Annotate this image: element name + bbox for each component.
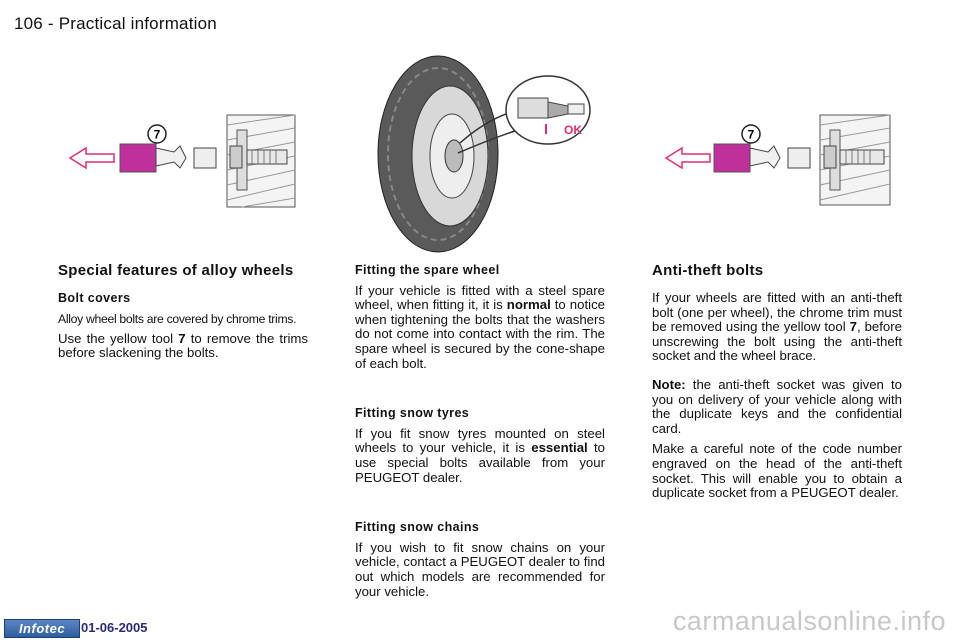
subheading-spare-wheel: Fitting the spare wheel — [355, 263, 500, 277]
paragraph-code-number: Make a careful note of the code number e… — [652, 441, 902, 501]
infotec-logo: Infotec — [4, 619, 80, 638]
spare-wheel-illustration: OK — [377, 55, 591, 253]
ok-label: OK — [564, 123, 582, 137]
chrome-trim — [193, 147, 217, 169]
yellow-tool — [713, 143, 781, 173]
tyre — [377, 55, 499, 253]
tool-ref: 7 — [178, 330, 186, 346]
text-span: , before unscrewing the bolt using the a… — [652, 319, 902, 364]
paragraph-bolt-covers: Alloy wheel bolts are covered by chrome … — [58, 311, 297, 326]
right-column: Anti-theft bolts If your wheels are fitt… — [652, 263, 902, 501]
text-span: Use the yellow tool — [58, 330, 179, 346]
tool-number-badge: 7 — [741, 124, 761, 144]
subheading-bolt-covers: Bolt covers — [58, 291, 131, 305]
arrow-left — [664, 146, 711, 170]
section-heading-anti-theft: Anti-theft bolts — [652, 262, 764, 279]
text-span: to remove the trims before slackening th… — [58, 330, 308, 361]
note-label: Note: — [652, 376, 686, 392]
bolt-shape — [229, 145, 288, 169]
ok-label-group: OK — [545, 123, 582, 137]
paragraph-anti-theft: If your wheels are fitted with an anti-t… — [652, 290, 902, 364]
emphasis-normal: normal — [506, 297, 551, 313]
text-span: If your wheels are fitted with an anti-t… — [652, 290, 902, 335]
watermark: carmanualsonline.info — [672, 606, 946, 636]
arrow-left — [68, 146, 115, 170]
anti-theft-socket — [787, 147, 811, 169]
paragraph-snow-tyres: If you fit snow tyres mounted on steel w… — [355, 425, 605, 485]
yellow-tool — [119, 143, 187, 173]
paragraph-snow-chains: If you wish to fit snow chains on your v… — [355, 539, 605, 599]
section-title: Practical information — [58, 14, 217, 33]
tool-illustration-left: 7 — [68, 114, 296, 208]
tool-number-badge: 7 — [147, 124, 167, 144]
tool-number: 7 — [748, 128, 755, 142]
emphasis-essential: essential — [531, 440, 588, 456]
page-number: 106 — [14, 14, 43, 33]
bolt-shape — [823, 145, 885, 169]
middle-column: Fitting the spare wheel If your vehicle … — [355, 263, 605, 599]
text-span: to use special bolts available from your… — [355, 440, 605, 485]
tool-ref: 7 — [849, 319, 857, 335]
paragraph-spare-wheel: If your vehicle is fitted with a steel s… — [355, 282, 605, 372]
text-span: the anti-theft socket was given to you o… — [652, 376, 902, 436]
header-separator: - — [47, 14, 54, 33]
subheading-snow-tyres: Fitting snow tyres — [355, 406, 470, 421]
left-column: Special features of alloy wheels Bolt co… — [58, 263, 308, 361]
tool-illustration-right: 7 — [664, 114, 891, 206]
tool-number: 7 — [154, 128, 161, 142]
text-span: If your vehicle is fitted with a steel s… — [355, 282, 605, 313]
paragraph-yellow-tool: Use the yellow tool 7 to remove the trim… — [58, 330, 308, 361]
footer-date: 01-06-2005 — [81, 620, 148, 635]
section-heading-alloy-wheels: Special features of alloy wheels — [58, 262, 294, 279]
detail-callout — [457, 75, 591, 154]
text-span: If you fit snow tyres mounted on steel w… — [355, 425, 605, 456]
subheading-snow-chains: Fitting snow chains — [355, 520, 480, 535]
text-span: to notice when tightening the bolts that… — [355, 297, 605, 371]
paragraph-note: Note: the anti-theft socket was given to… — [652, 376, 902, 436]
page-header: 106 - Practical information — [14, 14, 217, 34]
